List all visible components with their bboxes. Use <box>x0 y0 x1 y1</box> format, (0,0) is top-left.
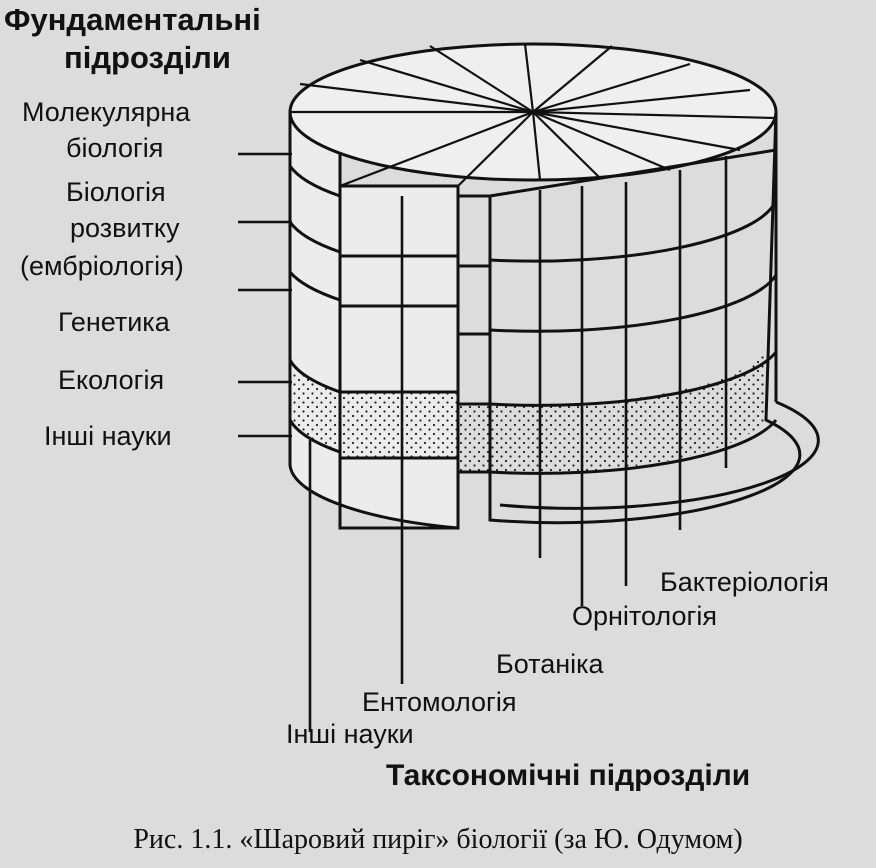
label-genetics: Генетика <box>58 307 170 337</box>
label-other-fundamental: Інші науки <box>44 421 172 451</box>
ecology-layer-left <box>290 360 340 452</box>
label-botany: Ботаніка <box>496 649 604 679</box>
label-entomology: Ентомологія <box>362 687 517 717</box>
label-development-1: Біологія <box>66 177 166 207</box>
fundamental-leader-lines <box>238 152 292 438</box>
left-layer-lines <box>288 165 458 460</box>
fundamental-title: Фундаментальні <box>4 2 261 37</box>
ecology-layer-cut <box>458 352 766 473</box>
figure-caption: Рис. 1.1. «Шаровий пиріг» біології (за Ю… <box>133 824 743 855</box>
right-section-lines <box>456 148 778 528</box>
label-ornithology: Орнітологія <box>572 601 717 631</box>
label-development-2: розвитку <box>70 213 180 243</box>
fundamental-title-2: підрозділи <box>64 40 231 75</box>
label-development-3: (ембріологія) <box>20 251 184 281</box>
label-bacteriology: Бактеріологія <box>660 567 829 597</box>
label-molecular-1: Молекулярна <box>22 97 191 127</box>
cylinder-right-wall <box>488 111 802 525</box>
ecology-layer-right <box>340 392 458 458</box>
label-other-taxonomic: Інші науки <box>286 719 414 749</box>
top-radial-lines <box>290 43 776 188</box>
label-molecular-2: біологія <box>66 133 164 163</box>
taxonomic-vertical-lines <box>308 156 728 732</box>
taxonomic-title: Таксономічні підрозділи <box>386 759 751 792</box>
label-ecology: Екологія <box>58 365 165 395</box>
